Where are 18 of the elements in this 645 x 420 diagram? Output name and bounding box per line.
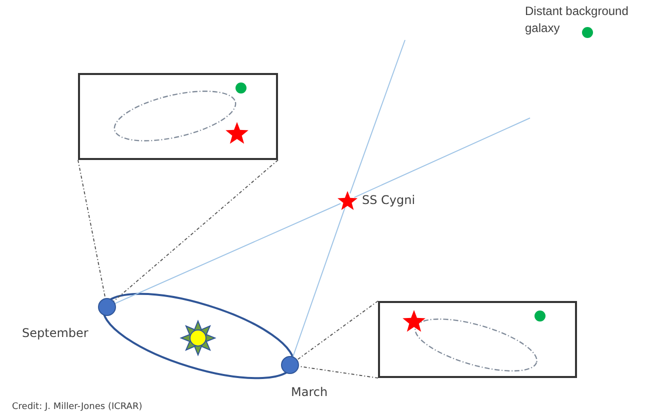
sight-line [292, 207, 346, 357]
star-icon [337, 190, 358, 211]
node-caption: SS Cygni [362, 193, 416, 207]
inset-box [378, 301, 577, 378]
earth-circle [281, 356, 299, 374]
credit-note: Credit: J. Miller-Jones (ICRAR) [12, 402, 142, 412]
earth-circle [98, 298, 116, 316]
projection-line [296, 300, 378, 360]
projection-line [113, 160, 278, 302]
sight-line [350, 40, 406, 194]
legend-text: Distant background galaxy [525, 3, 630, 37]
projection-line [298, 366, 378, 378]
inset-box [78, 73, 278, 160]
sight-line [114, 203, 342, 304]
sight-line [354, 118, 530, 198]
projection-line [78, 160, 106, 299]
node-caption: March [291, 385, 328, 399]
node-caption: September [22, 326, 88, 340]
